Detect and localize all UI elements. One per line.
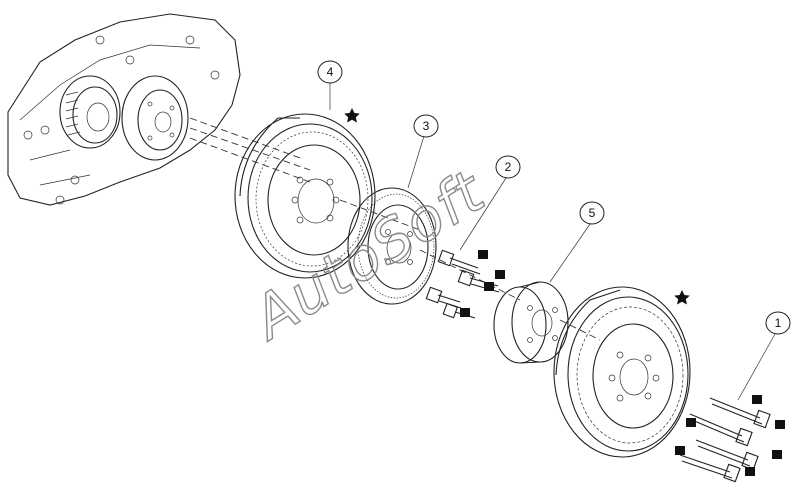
callout-1: 1 xyxy=(737,311,791,401)
box-marker-icon xyxy=(460,250,785,476)
star-marker-icon xyxy=(674,290,690,305)
alignment-axis-lines xyxy=(189,117,601,341)
callout-5-label: 5 xyxy=(589,206,596,220)
flywheel-ring-gear xyxy=(234,113,376,279)
long-bolts xyxy=(679,397,771,483)
callout-2: 2 xyxy=(459,155,521,251)
callout-5: 5 xyxy=(549,201,605,283)
callout-4-label: 4 xyxy=(327,65,334,79)
damper-plate xyxy=(553,286,691,458)
callout-2-label: 2 xyxy=(505,160,512,174)
spacer-hub xyxy=(493,281,569,364)
callout-1-label: 1 xyxy=(775,316,782,330)
callout-3: 3 xyxy=(407,114,439,189)
callout-3-label: 3 xyxy=(423,119,430,133)
toothed-pulley xyxy=(347,187,437,305)
engine-block xyxy=(7,13,241,206)
watermark: AutoSoft xyxy=(238,157,497,354)
star-marker-icon xyxy=(344,108,360,123)
callout-4: 4 xyxy=(317,60,343,110)
